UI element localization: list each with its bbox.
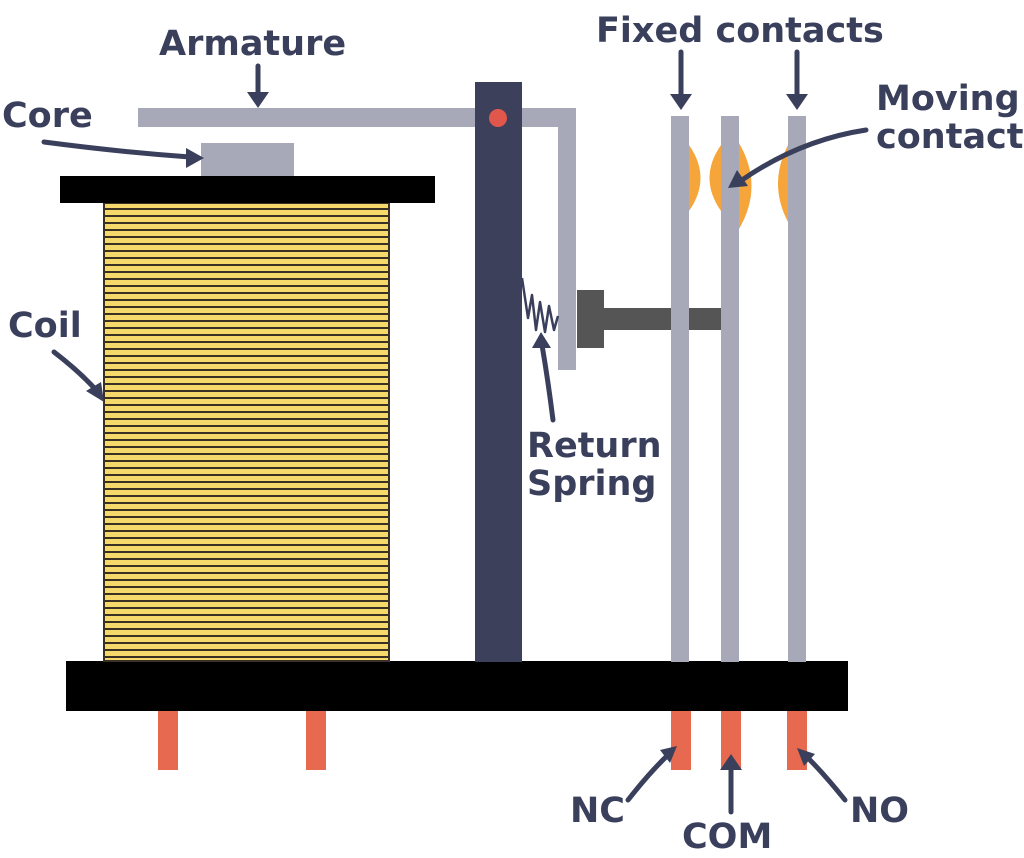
fixed-contact-no [788,116,806,662]
fixed-contacts-arrow-no-head [786,94,808,110]
return-spring [520,277,560,334]
moving-contact-arrow-head [728,170,748,188]
frame-post [475,82,522,662]
nc-label: NC [570,791,625,831]
contact-tip-com-left [709,145,721,211]
contact-tip-nc [689,145,701,211]
nc-pin [671,708,691,770]
coil-arrow-head [86,382,104,402]
coil-pin-right [306,708,326,770]
fixed-contacts-arrow-nc-head [670,94,692,110]
com-pin [721,708,741,770]
relay-base [66,661,848,711]
return-spring-arrow-head [532,332,551,348]
armature-label: Armature [159,24,346,64]
moving-contact-com [721,116,739,662]
no-arrow-head [797,748,815,766]
coil [103,202,390,662]
pushrod-block [577,290,604,348]
fixed-contacts-label: Fixed contacts [596,11,884,51]
moving-contact-label-line2: contact [876,117,1024,157]
coil-top-plate [60,176,435,203]
com-arrow-head [720,754,742,770]
pushrod [604,308,722,330]
core-arrow [41,139,193,160]
return-spring-label-line1: Return [527,426,662,466]
core [201,143,294,176]
nc-arrow [625,752,671,803]
moving-contact-arrow [739,127,869,183]
armature-arrow-head [247,92,269,108]
moving-contact-label-line1: Moving [876,79,1020,119]
coil-arrow [51,349,99,393]
return-spring-arrow [539,342,556,423]
nc-arrow-head [660,746,677,763]
no-label: NO [850,791,909,831]
return-spring-label-line2: Spring [527,464,657,504]
core-arrow-head [186,148,204,168]
fixed-contact-nc [671,116,689,662]
core-label: Core [2,96,93,136]
pivot-point [489,109,507,127]
com-label: COM [682,817,772,857]
coil-pin-left [158,708,178,770]
coil-label: Coil [8,306,82,346]
no-arrow [805,755,848,803]
contact-tip-no [778,145,788,222]
